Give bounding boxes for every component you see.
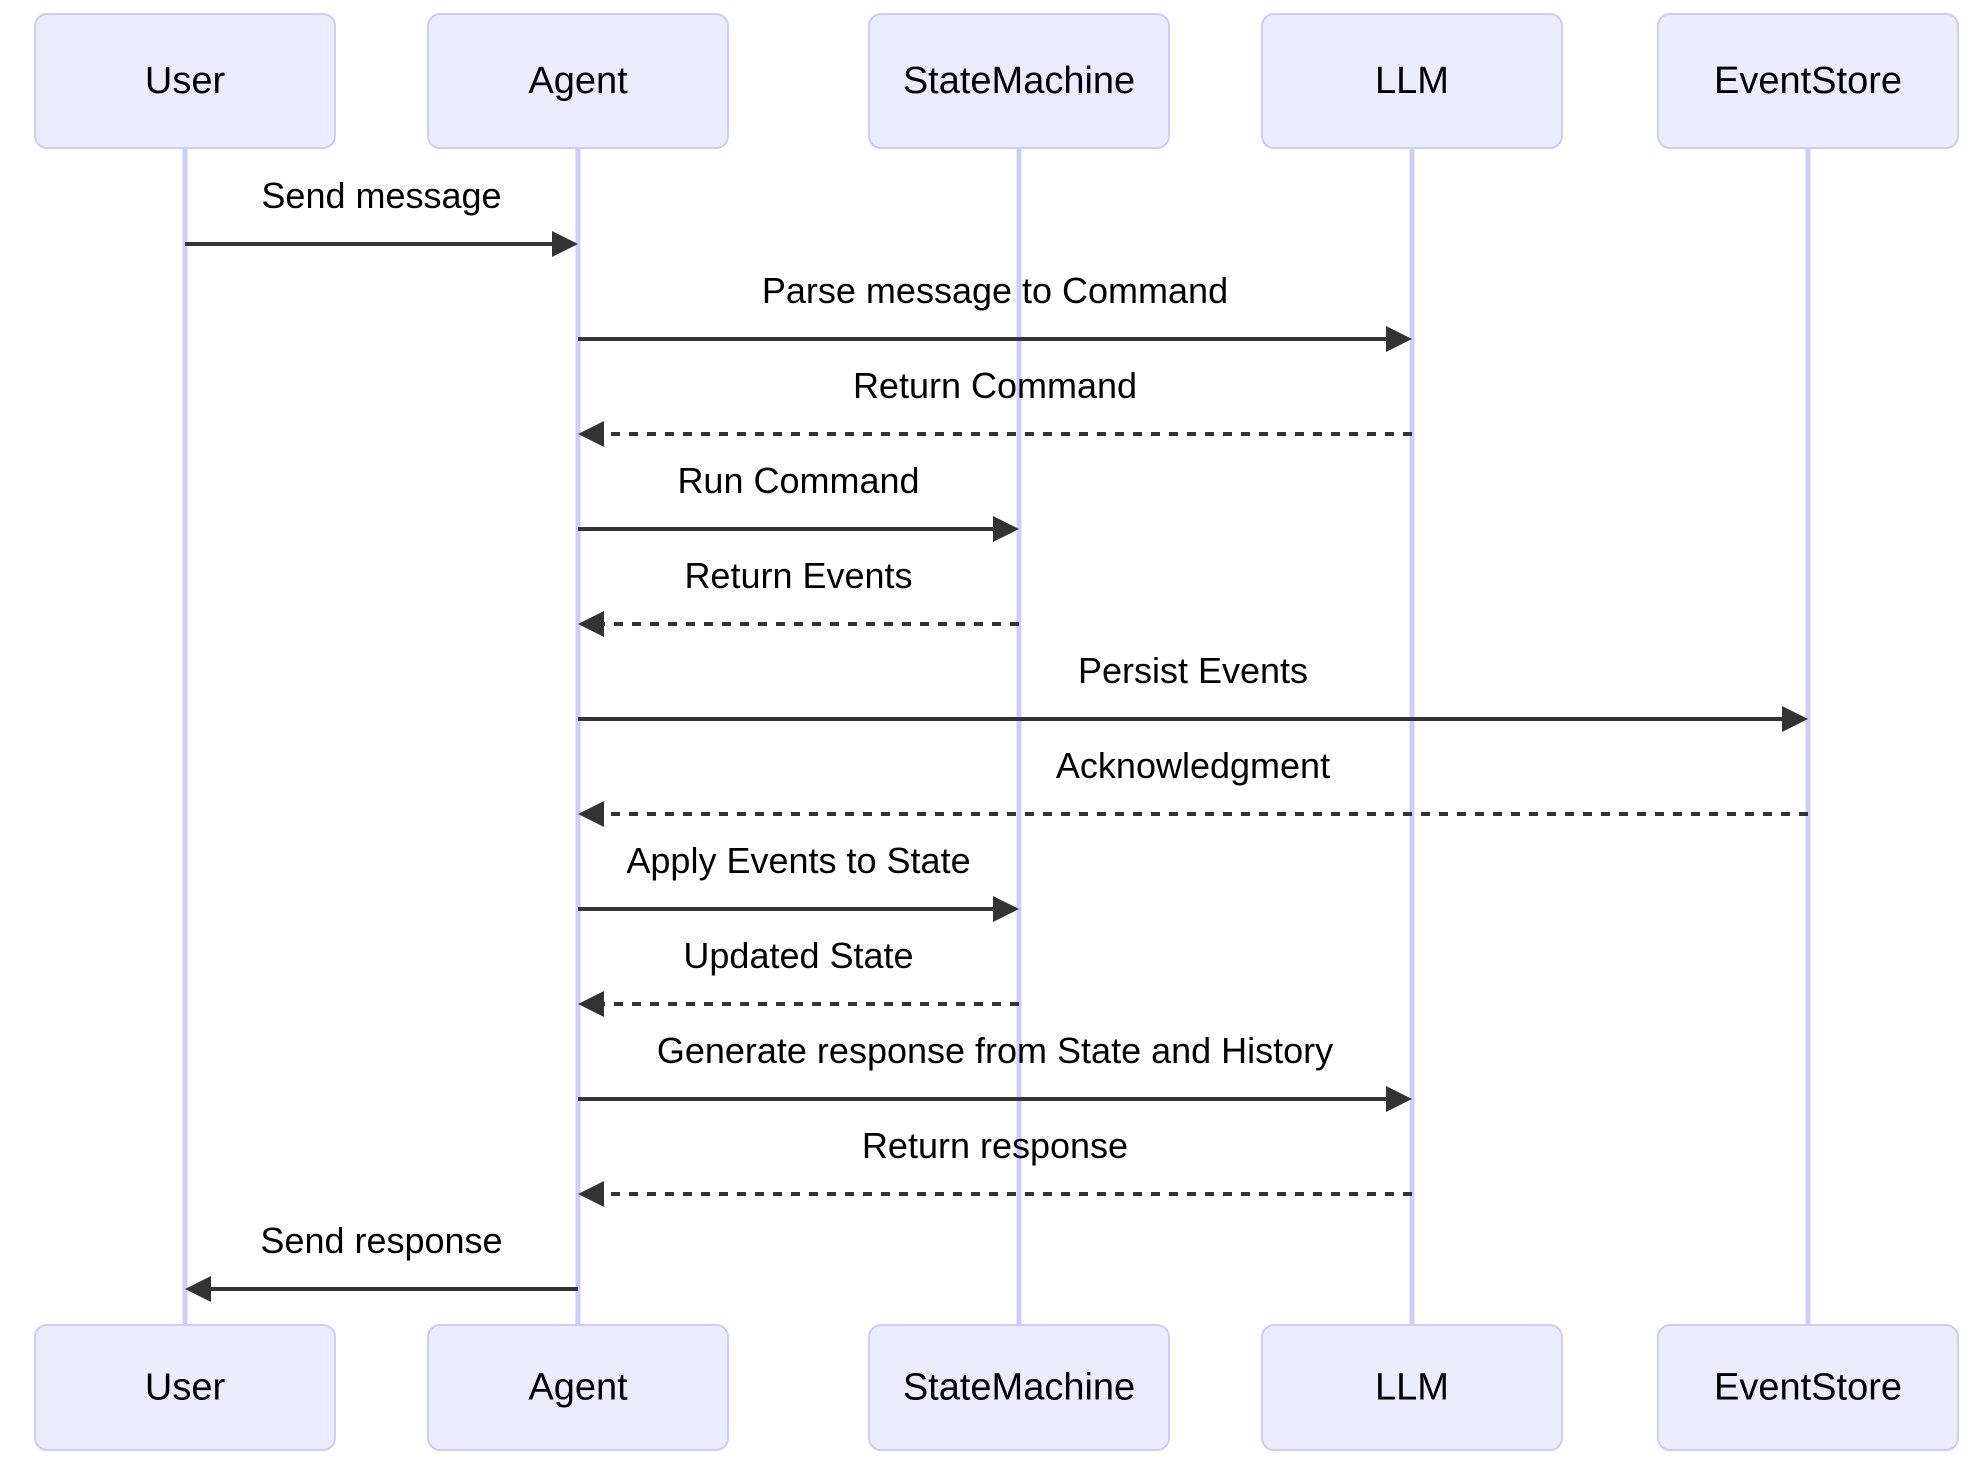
arrowhead-icon-5 — [578, 611, 604, 637]
message-4-run-command: Run Command — [578, 460, 1019, 542]
message-5-return-events: Return Events — [578, 555, 1019, 637]
message-label-1: Send message — [261, 175, 501, 216]
message-label-4: Run Command — [677, 460, 919, 501]
message-6-persist-events: Persist Events — [578, 650, 1808, 732]
message-label-11: Return response — [862, 1125, 1128, 1166]
actor-box-eventstore[interactable] — [1657, 13, 1959, 149]
arrowhead-icon-9 — [578, 991, 604, 1017]
message-11-return-response: Return response — [578, 1125, 1412, 1207]
actor-agent-top[interactable]: Agent — [427, 13, 729, 149]
actor-label-user: User — [145, 60, 226, 102]
actor-statemachine-bottom[interactable]: StateMachine — [868, 1324, 1170, 1451]
message-2-parse-message-to-command: Parse message to Command — [578, 270, 1412, 352]
actor-box-llm[interactable] — [1261, 1324, 1563, 1451]
arrowhead-icon-7 — [578, 801, 604, 827]
arrowhead-icon-12 — [185, 1276, 211, 1302]
actor-label-eventstore: EventStore — [1714, 60, 1902, 102]
actor-box-statemachine[interactable] — [868, 13, 1170, 149]
actor-box-user[interactable] — [34, 1324, 336, 1451]
arrowhead-icon-2 — [1386, 326, 1412, 352]
message-label-9: Updated State — [683, 935, 913, 976]
lifelines-layer — [182, 148, 1811, 1325]
actors-bottom-layer: User Agent StateMachine LLM EventStore — [34, 1324, 1959, 1451]
message-8-apply-events-to-state: Apply Events to State — [578, 840, 1019, 922]
message-10-generate-response-from-state-and-history: Generate response from State and History — [578, 1030, 1412, 1112]
arrowhead-icon-8 — [993, 896, 1019, 922]
arrowhead-icon-11 — [578, 1181, 604, 1207]
actor-llm-top[interactable]: LLM — [1261, 13, 1563, 149]
actor-llm-bottom[interactable]: LLM — [1261, 1324, 1563, 1451]
actor-eventstore-bottom[interactable]: EventStore — [1657, 1324, 1959, 1451]
actor-box-agent[interactable] — [427, 1324, 729, 1451]
actor-label-user: User — [145, 1367, 226, 1409]
actor-box-eventstore[interactable] — [1657, 1324, 1959, 1451]
message-label-10: Generate response from State and History — [657, 1030, 1333, 1071]
actor-label-agent: Agent — [528, 60, 628, 102]
actor-agent-bottom[interactable]: Agent — [427, 1324, 729, 1451]
message-label-2: Parse message to Command — [762, 270, 1228, 311]
message-9-updated-state: Updated State — [578, 935, 1019, 1017]
message-3-return-command: Return Command — [578, 365, 1412, 447]
message-1-send-message: Send message — [185, 175, 578, 257]
actor-eventstore-top[interactable]: EventStore — [1657, 13, 1959, 149]
actor-user-top[interactable]: User — [34, 13, 336, 149]
actor-statemachine-top[interactable]: StateMachine — [868, 13, 1170, 149]
actor-label-statemachine: StateMachine — [903, 1367, 1135, 1409]
message-label-7: Acknowledgment — [1056, 745, 1330, 786]
message-7-acknowledgment: Acknowledgment — [578, 745, 1808, 827]
arrowhead-icon-6 — [1782, 706, 1808, 732]
arrowhead-icon-3 — [578, 421, 604, 447]
message-label-5: Return Events — [684, 555, 912, 596]
message-label-12: Send response — [260, 1220, 502, 1261]
arrowhead-icon-10 — [1386, 1086, 1412, 1112]
actors-top-layer: User Agent StateMachine LLM EventStore — [34, 13, 1959, 149]
actor-box-statemachine[interactable] — [868, 1324, 1170, 1451]
actor-label-statemachine: StateMachine — [903, 60, 1135, 102]
actor-box-agent[interactable] — [427, 13, 729, 149]
arrowhead-icon-4 — [993, 516, 1019, 542]
message-label-3: Return Command — [853, 365, 1137, 406]
message-label-8: Apply Events to State — [626, 840, 970, 881]
message-label-6: Persist Events — [1078, 650, 1308, 691]
arrowhead-icon-1 — [552, 231, 578, 257]
message-12-send-response: Send response — [185, 1220, 578, 1302]
actor-label-agent: Agent — [528, 1367, 628, 1409]
actor-label-llm: LLM — [1375, 60, 1449, 102]
actor-user-bottom[interactable]: User — [34, 1324, 336, 1451]
actor-label-eventstore: EventStore — [1714, 1367, 1902, 1409]
actor-box-user[interactable] — [34, 13, 336, 149]
actor-box-llm[interactable] — [1261, 13, 1563, 149]
actor-label-llm: LLM — [1375, 1367, 1449, 1409]
